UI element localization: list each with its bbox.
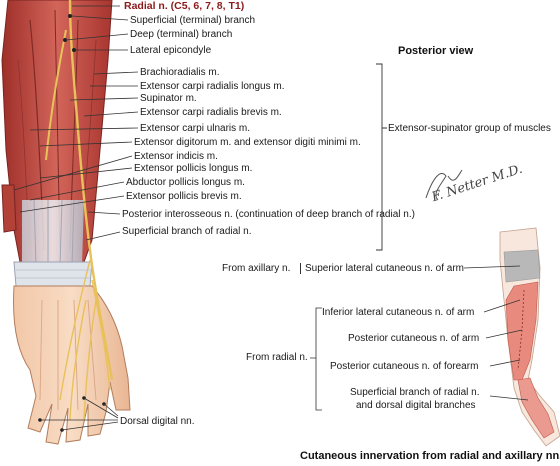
apl-label: Abductor pollicis longus m. [126,177,245,188]
cutaneous-arm-illustration [499,227,560,447]
superficial-branch-radial-label: Superficial branch of radial n. [122,226,252,237]
brachioradialis-label: Brachioradialis m. [140,67,220,78]
posterior-arm-label: Posterior cutaneous n. of arm [348,333,480,344]
superior-lateral-label: Superior lateral cutaneous n. of arm [300,263,464,274]
signature-scribble [425,169,463,201]
ecrb-label: Extensor carpi radialis brevis m. [140,107,282,118]
ecrl-label: Extensor carpi radialis longus m. [140,81,285,92]
superficial-branch-label: Superficial (terminal) branch [130,15,256,26]
from-radial-label: From radial n. [246,352,308,363]
superficial-branch-line1: Superficial branch of radial n. [350,387,480,398]
epl-label: Extensor pollicis longus m. [134,163,253,174]
radial-nerve-title: Radial n. (C5, 6, 7, 8, T1) [124,0,245,12]
edm-label: Extensor digitorum m. and extensor digit… [134,137,361,148]
posterior-interosseous-label: Posterior interosseous n. (continuation … [122,209,415,220]
forearm-illustration [1,0,131,445]
inferior-lateral-label: Inferior lateral cutaneous n. of arm [322,307,475,318]
superficial-branch-line2: and dorsal digital branches [356,400,476,411]
supinator-label: Supinator m. [140,93,197,104]
deep-branch-label: Deep (terminal) branch [130,29,233,40]
view-label: Posterior view [398,45,474,57]
group-bracket [376,63,387,251]
leader-lines [13,5,139,431]
posterior-forearm-label: Posterior cutaneous n. of forearm [330,361,479,372]
dorsal-digital-label: Dorsal digital nn. [120,416,195,427]
from-axillary-label: From axillary n. [222,263,291,274]
ecu-label: Extensor carpi ulnaris m. [140,123,251,134]
epb-label: Extensor pollicis brevis m. [126,191,242,202]
extensor-indicis-label: Extensor indicis m. [134,151,218,162]
cutaneous-leader-lines [310,265,529,411]
extensor-group-label: Extensor-supinator group of muscles [388,123,551,134]
lateral-epicondyle-label: Lateral epicondyle [130,45,212,56]
cutaneous-caption: Cutaneous innervation from radial and ax… [300,450,560,462]
